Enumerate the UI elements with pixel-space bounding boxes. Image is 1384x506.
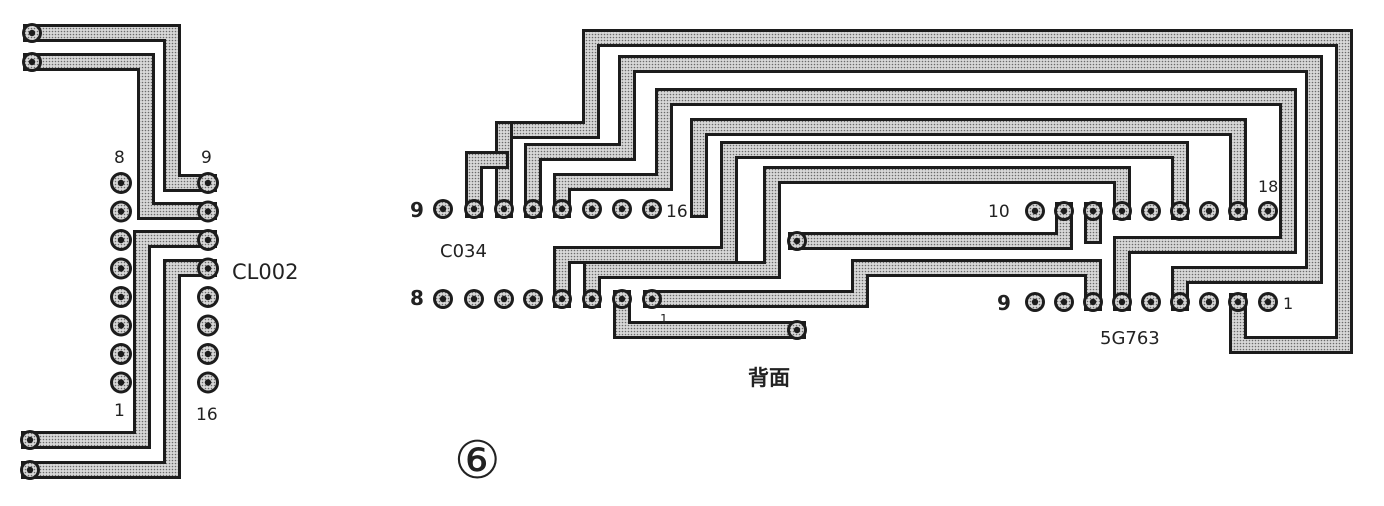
5g763-bottom-pin-pad: [1170, 292, 1190, 312]
5g763-top-pin-pad: [1228, 201, 1248, 221]
right-board: 9 16 8 1 C034 10 18 9 1 5G763 背面: [410, 29, 1353, 390]
cl002-pin-pad: [110, 286, 132, 308]
left-pin-label-16: 16: [196, 405, 218, 425]
left-pin-label-9: 9: [201, 148, 212, 168]
via-pad: [787, 231, 807, 251]
loop-trace-2: [524, 55, 1323, 311]
cl002-pin-pad: [110, 371, 132, 394]
left-trace-top-1: [23, 24, 217, 192]
left-terminal-pad: [22, 52, 42, 72]
5g763-top-pin-pad: [1258, 201, 1278, 221]
5g763-bottom-pin-pad: [1199, 292, 1219, 312]
c034-top-pin-pad: [612, 199, 632, 219]
cl002-pin-pad: [110, 314, 132, 337]
chip-label-cl002: CL002: [232, 260, 298, 284]
left-terminal-pad: [22, 23, 42, 43]
c034-bottom-pin-pad: [464, 289, 484, 309]
cl002-pin-pad: [197, 257, 219, 280]
c034-top-pin-pad: [464, 199, 484, 219]
cl002-pin-pad: [110, 343, 132, 365]
left-terminal-pad: [20, 460, 40, 480]
ic2-pin-label-18: 18: [1258, 177, 1278, 196]
ic1-stub-b: [465, 151, 509, 218]
ic2-pin-label-1: 1: [1283, 294, 1293, 313]
ic1-chip-label: C034: [440, 241, 487, 262]
left-trace-bottom-1: [21, 230, 217, 449]
left-pin-label-1: 1: [114, 401, 125, 421]
cl002-pin-pad: [197, 314, 219, 337]
cl002-pin-pad: [197, 172, 219, 194]
ic1-pin-label-16: 16: [666, 202, 688, 222]
left-traces: [21, 24, 217, 479]
cl002-pin-pad: [197, 229, 219, 251]
c034-bottom-pin-pad: [523, 289, 543, 309]
mid-trace-3: [613, 290, 806, 339]
c034-top-pin-pad: [494, 199, 514, 219]
5g763-top-pin-pad: [1141, 201, 1161, 221]
5g763-bottom-pin-pad: [1083, 292, 1103, 312]
c034-top-pin-pad: [552, 199, 572, 219]
left-pads: [20, 23, 219, 480]
left-trace-bottom-2: [21, 259, 217, 479]
c034-top-pin-pad: [582, 199, 602, 219]
mid-trace-1: [788, 202, 1073, 250]
ic2-pin-label-9: 9: [997, 291, 1011, 315]
c034-bottom-pin-pad: [433, 289, 453, 309]
5g763-top-pin-pad: [1054, 201, 1074, 221]
5g763-bottom-pin-pad: [1025, 292, 1045, 312]
cl002-pin-pad: [197, 286, 219, 308]
left-board: 8 9 1 16 CL002: [20, 23, 298, 480]
c034-bottom-pin-pad: [494, 289, 514, 309]
left-trace-top-2: [23, 53, 217, 220]
5g763-top-pin-pad: [1083, 201, 1103, 221]
ic1-pin-label-1: 1: [660, 312, 668, 326]
ic1-pin-label-8: 8: [410, 286, 424, 310]
cl002-pin-pad: [110, 229, 132, 251]
loop-trace-6: [583, 166, 1131, 308]
loop-trace-5: [553, 141, 1189, 308]
loop-trace-3: [553, 88, 1297, 311]
5g763-bottom-pin-pad: [1054, 292, 1074, 312]
c034-bottom-pin-pad: [582, 289, 602, 309]
cl002-pin-pad: [110, 257, 132, 280]
left-terminal-pad: [20, 430, 40, 450]
figure-number: ⑥: [454, 431, 501, 491]
via-pad: [787, 320, 807, 340]
c034-top-pin-pad: [642, 199, 662, 219]
cl002-pin-pad: [197, 371, 219, 394]
cl002-pin-pad: [197, 200, 219, 223]
5g763-bottom-pin-pad: [1258, 292, 1278, 312]
c034-bottom-pin-pad: [642, 289, 662, 309]
c034-top-pin-pad: [523, 199, 543, 219]
5g763-top-pin-pad: [1170, 201, 1190, 221]
c034-bottom-pin-pad: [552, 289, 572, 309]
5g763-top-pin-pad: [1112, 201, 1132, 221]
right-pads: [433, 199, 1278, 340]
5g763-bottom-pin-pad: [1228, 292, 1248, 312]
loop-trace-1: [495, 29, 1353, 354]
5g763-bottom-pin-pad: [1112, 292, 1132, 312]
ic1-pin-label-9: 9: [410, 198, 424, 222]
loop-trace-4: [690, 118, 1247, 220]
c034-top-pin-pad: [433, 199, 453, 219]
5g763-top-pin-pad: [1025, 201, 1045, 221]
5g763-bottom-pin-pad: [1141, 292, 1161, 312]
board-back-caption: 背面: [748, 366, 790, 390]
cl002-pin-pad: [197, 343, 219, 365]
left-pin-label-8: 8: [114, 148, 125, 168]
c034-bottom-pin-pad: [612, 289, 632, 309]
mid-trace-2: [643, 259, 1102, 311]
cl002-pin-pad: [110, 172, 132, 194]
ic2-pin-label-10: 10: [988, 202, 1010, 222]
right-traces: [465, 29, 1353, 354]
ic2-chip-label: 5G763: [1100, 328, 1160, 349]
5g763-top-pin-pad: [1199, 201, 1219, 221]
cl002-pin-pad: [110, 200, 132, 223]
